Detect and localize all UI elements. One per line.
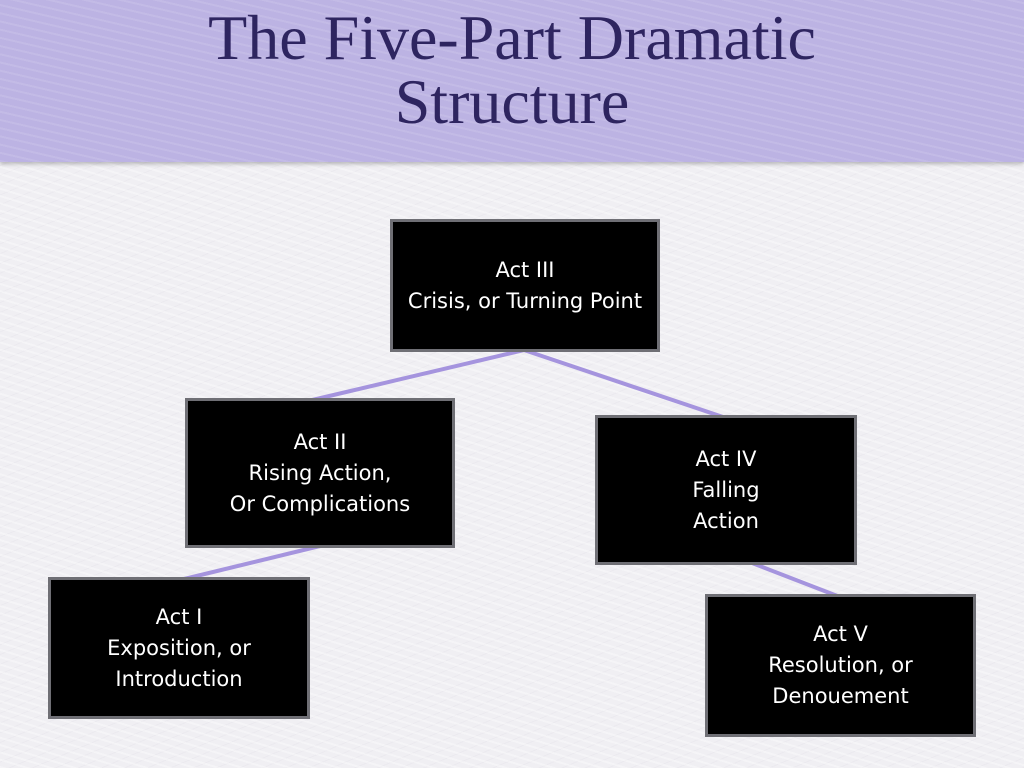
act-5-description-line-2: Denouement [772,684,909,708]
connector-act3-act4 [522,348,728,420]
act-2-heading: Act II [293,429,347,454]
slide-title-line-1: The Five-Part Dramatic [208,2,816,73]
act-4-heading: Act IV [695,446,757,471]
act-1-description-line-2: Introduction [115,666,243,691]
act-5-description-line-1: Resolution, or [768,653,913,677]
title-banner [0,0,1024,162]
act-1-description-line-1: Exposition, or [107,635,251,660]
act-1-heading: Act I [155,604,203,629]
act-4-description-line-1: Falling [692,477,760,502]
act-2-description-line-1: Rising Action, [248,460,392,485]
act-2-box: Act II Rising Action, Or Complications [185,398,455,548]
act-4-description-line-2: Action [693,508,759,533]
act-3-box: Act III Crisis, or Turning Point [390,219,660,352]
connector-act4-act5 [750,561,842,599]
act-3-description: Crisis, or Turning Point [407,288,643,313]
act-3-heading: Act III [495,257,555,282]
act-4-box: Act IV Falling Action [595,415,857,565]
slide-title: The Five-Part Dramatic Structure [0,6,1024,134]
slide-title-line-2: Structure [394,66,630,137]
connector-act2-act3 [306,348,526,403]
act-1-box: Act I Exposition, or Introduction [48,577,310,719]
act-2-description-line-2: Or Complications [229,491,411,516]
act-5-box: Act V Resolution, or Denouement [705,594,976,737]
connector-act1-act2 [178,544,322,582]
act-5-heading: Act V [813,622,868,646]
